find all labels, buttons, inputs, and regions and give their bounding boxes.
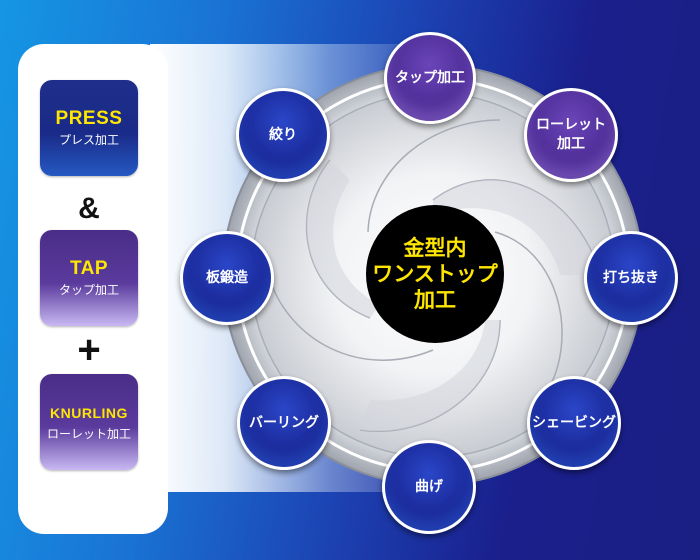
center-one-stop-badge: 金型内 ワンストップ 加工 (366, 205, 504, 343)
node-shaving-label: シェービング (532, 414, 616, 431)
node-tap-label: タップ加工 (395, 69, 465, 86)
press-card: PRESS プレス加工 (40, 80, 138, 176)
node-knurl-label-1: ローレット (536, 117, 606, 133)
press-subtitle: プレス加工 (58, 133, 119, 147)
node-drawing-label: 絞り (269, 126, 297, 143)
process-node-burring: バーリング (237, 376, 331, 470)
node-punch-label: 打ち抜き (603, 269, 659, 286)
center-line-2: ワンストップ (372, 262, 498, 286)
node-bend-label: 曲げ (415, 478, 443, 495)
process-node-bending: 曲げ (382, 440, 476, 534)
knurling-card: KNURLING ローレット加工 (40, 374, 138, 470)
process-node-punching: 打ち抜き (584, 231, 678, 325)
tap-title: TAP (69, 258, 109, 279)
press-title: PRESS (55, 108, 123, 129)
center-line-1: 金型内 (403, 236, 467, 260)
process-node-shaving: シェービング (527, 376, 621, 470)
swirl-shading (306, 160, 600, 432)
tap-subtitle: タップ加工 (58, 283, 119, 297)
node-burring-label: バーリング (249, 414, 319, 431)
process-node-drawing: 絞り (236, 88, 330, 182)
knurling-subtitle: ローレット加工 (46, 427, 131, 441)
node-knurl-label-2: 加工 (557, 136, 585, 152)
node-plate-forging-label: 板鍛造 (206, 269, 248, 286)
process-node-plate-forging: 板鍛造 (180, 231, 274, 325)
knurling-title: KNURLING (50, 405, 128, 421)
center-line-3: 加工 (414, 288, 456, 312)
ampersand-symbol: & (78, 192, 100, 225)
tap-card: TAP タップ加工 (40, 230, 138, 326)
process-node-knurling: ローレット 加工 (524, 88, 618, 182)
process-node-tap: タップ加工 (384, 32, 476, 124)
plus-symbol: + (77, 328, 101, 372)
